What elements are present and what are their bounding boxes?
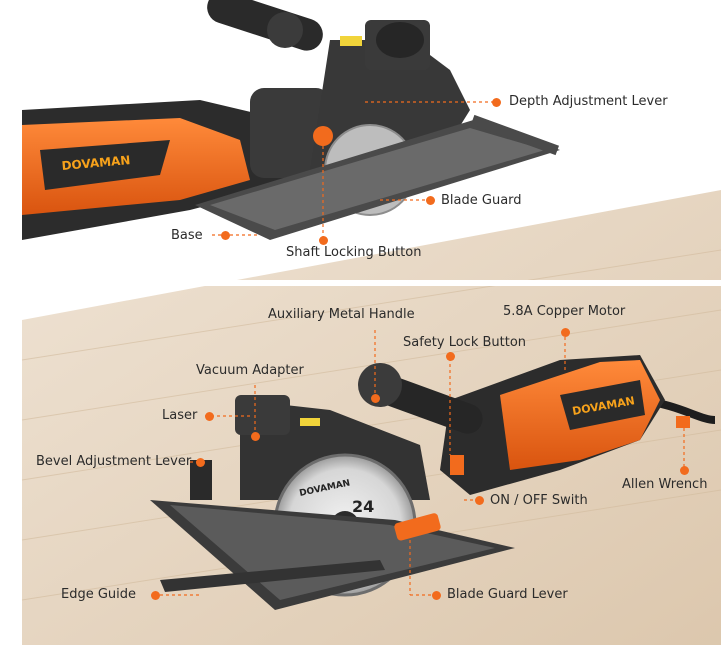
dot-copper-motor	[561, 328, 570, 337]
top-saw: DOVAMAN	[22, 0, 560, 240]
label-blade-guard: Blade Guard	[441, 193, 522, 208]
label-laser: Laser	[162, 408, 198, 423]
dot-on-off-switch	[475, 496, 484, 505]
label-edge-guide: Edge Guide	[61, 587, 137, 602]
dot-laser	[205, 412, 214, 421]
dot-base	[221, 231, 230, 240]
label-bevel-adjustment-lever: Bevel Adjustment Lever	[36, 454, 192, 469]
dot-blade-guard-lever	[432, 591, 441, 600]
label-base: Base	[171, 228, 203, 243]
label-safety-lock-button: Safety Lock Button	[403, 335, 527, 350]
dot-depth-adjustment-lever	[492, 98, 501, 107]
dot-auxiliary-metal-handle	[371, 394, 380, 403]
label-allen-wrench: Allen Wrench	[622, 477, 708, 492]
dot-allen-wrench	[680, 466, 689, 475]
label-on-off-switch: ON / OFF Swith	[490, 493, 588, 508]
label-auxiliary-metal-handle: Auxiliary Metal Handle	[268, 307, 415, 322]
dot-safety-lock-button	[446, 352, 455, 361]
edge-guide-bar	[160, 560, 385, 592]
top-saw-logo: DOVAMAN	[61, 153, 131, 173]
dot-blade-guard	[426, 196, 435, 205]
label-depth-adjustment-lever: Depth Adjustment Lever	[509, 94, 668, 109]
dot-bevel-adjustment-lever	[196, 458, 205, 467]
bottom-saw: DOVAMAN DOVAMAN 24	[150, 355, 716, 610]
dot-edge-guide	[151, 591, 160, 600]
label-shaft-locking-button: Shaft Locking Button	[286, 245, 422, 260]
dot-shaft-locking-button	[319, 236, 328, 245]
label-copper-motor: 5.8A Copper Motor	[503, 304, 626, 319]
label-blade-guard-lever: Blade Guard Lever	[447, 587, 568, 602]
label-vacuum-adapter: Vacuum Adapter	[196, 363, 304, 378]
dot-vacuum-adapter	[251, 432, 260, 441]
blade-tooth-count: 24	[352, 497, 374, 516]
